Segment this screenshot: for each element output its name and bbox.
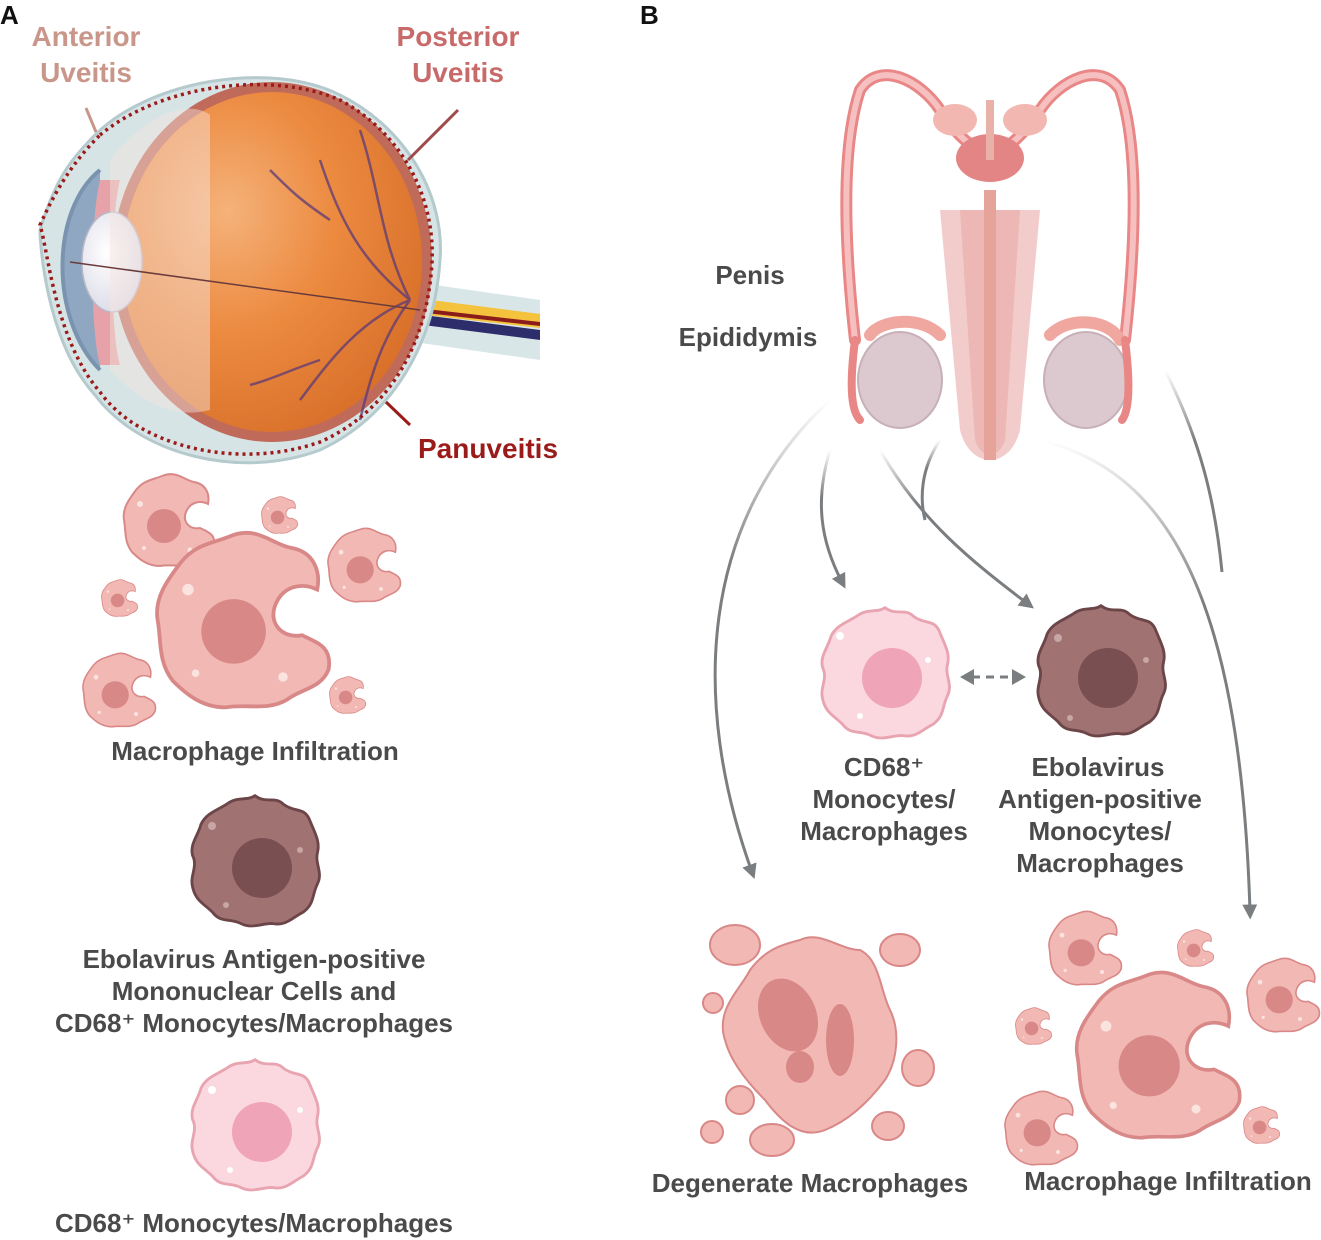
posterior-uveitis-line-1: Posterior (397, 21, 520, 52)
left-ebola-label-line-2: Mononuclear Cells and (112, 976, 397, 1006)
arrow-to-ebola (878, 449, 1034, 609)
arrow-side (1163, 369, 1224, 573)
right-ebola-line-1: Ebolavirus (1032, 752, 1165, 782)
cd68-cell-right (820, 606, 951, 740)
arrow-to-degenerate (713, 398, 832, 880)
degenerate-macrophages-label: Degenerate Macrophages (652, 1168, 968, 1198)
right-ebola-line-2: Antigen-positive (998, 784, 1202, 814)
left-cd68-label: CD68⁺ Monocytes/Macrophages (55, 1208, 453, 1238)
right-macrophage-infiltration-label: Macrophage Infiltration (1024, 1166, 1311, 1196)
bidirectional-dashed-arrow (960, 669, 1026, 685)
right-ebola-line-3: Monocytes/ (1028, 816, 1171, 846)
arrow-branch (920, 439, 942, 521)
penis-label: Penis (715, 260, 784, 290)
panel-label-b: B (640, 0, 659, 30)
panel-label-a: A (0, 0, 19, 30)
ebolavirus-positive-cell-right (1036, 604, 1167, 738)
left-ebola-label-line-3: CD68⁺ Monocytes/Macrophages (55, 1008, 453, 1038)
arrow-to-infiltration (1039, 438, 1258, 920)
panuveitis-label: Panuveitis (418, 433, 558, 464)
anterior-uveitis-line-1: Anterior (32, 21, 141, 52)
right-cd68-line-3: Macrophages (800, 816, 968, 846)
flow-arrows (713, 369, 1258, 920)
male-reproductive-illustration (840, 69, 1140, 460)
cd68-cell-left (190, 1058, 321, 1192)
eye-illustration (38, 76, 540, 465)
posterior-uveitis-leader (406, 108, 460, 162)
epididymis-label: Epididymis (679, 322, 818, 352)
anterior-uveitis-leader (84, 107, 98, 133)
left-ebola-label-line-1: Ebolavirus Antigen-positive (83, 944, 426, 974)
right-cd68-line-2: Monocytes/ (812, 784, 955, 814)
right-cd68-line-1: CD68⁺ (844, 752, 924, 782)
posterior-uveitis-line-2: Uveitis (412, 57, 504, 88)
macrophage-infiltration-cluster-left (82, 473, 402, 728)
anterior-uveitis-line-2: Uveitis (40, 57, 132, 88)
left-macrophage-infiltration-label: Macrophage Infiltration (111, 736, 398, 766)
ebolavirus-positive-cell-left (190, 794, 321, 928)
panuveitis-leader (384, 400, 412, 427)
macrophage-infiltration-cluster-right (1004, 910, 1321, 1166)
degenerate-macrophage-cluster (700, 924, 935, 1157)
right-ebola-line-4: Macrophages (1016, 848, 1184, 878)
arrow-to-cd68 (819, 449, 846, 589)
